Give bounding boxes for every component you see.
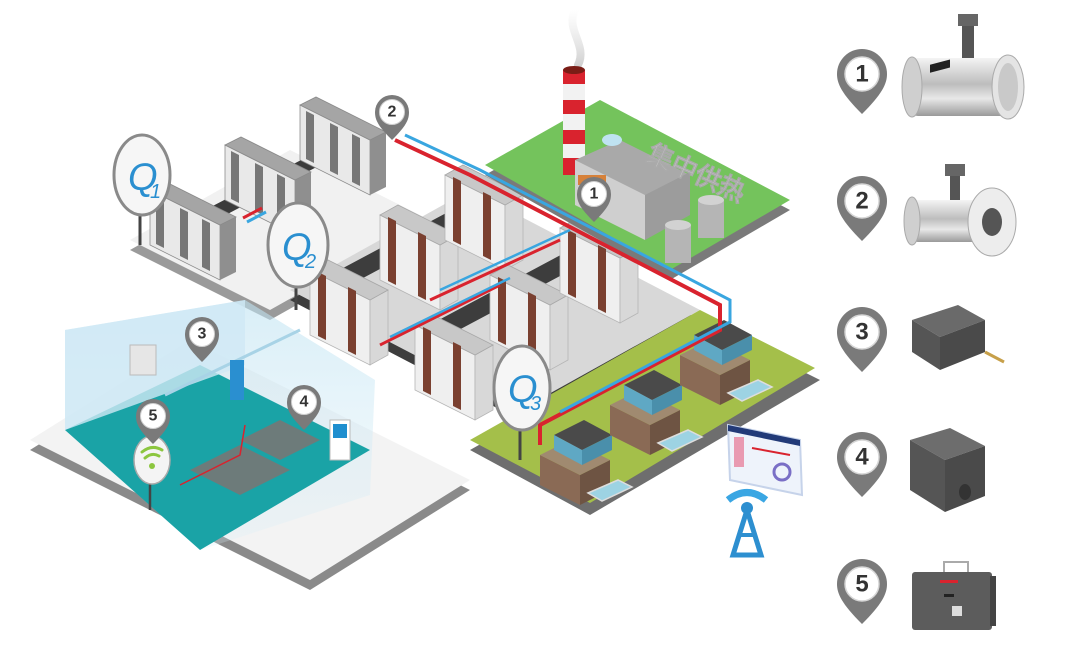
q2-sign: Q 2 (266, 201, 330, 310)
q3-letter: Q (508, 369, 538, 411)
heat-plant-site: 集中供热 (485, 66, 790, 280)
scene-pin-1[interactable]: 1 (576, 176, 612, 223)
return-pipe (404, 133, 732, 414)
signal-tower-icon (725, 489, 769, 558)
q1-subscript: 1 (150, 181, 161, 203)
wifi-icon (140, 445, 164, 469)
q2-subscript: 2 (304, 251, 316, 273)
white-apartment-district (290, 164, 700, 421)
scene-pin-5[interactable]: 5 (135, 398, 171, 445)
q3-sign: Q 3 (492, 344, 552, 460)
q3-subscript: 3 (530, 393, 541, 415)
q2-letter: Q (282, 227, 312, 269)
scene-pin-4[interactable]: 4 (286, 384, 322, 431)
svg-text:3: 3 (198, 326, 207, 343)
supply-pipe (394, 138, 722, 445)
villa-district (470, 310, 820, 515)
legend-item-2[interactable]: 2 (836, 164, 1017, 257)
svg-text:4: 4 (855, 444, 869, 471)
heating-pipes (242, 133, 732, 445)
svg-text:2: 2 (388, 104, 397, 121)
legend-item-5[interactable]: 5 (836, 558, 996, 630)
svg-text:1: 1 (855, 61, 868, 88)
monitoring-dashboard-illustration (726, 423, 804, 497)
device-legend: 1 2 3 (836, 14, 1025, 630)
q1-letter: Q (128, 157, 158, 199)
svg-text:3: 3 (855, 319, 868, 346)
scene-pin-3[interactable]: 3 (184, 316, 220, 363)
scene-pin-2[interactable]: 2 (374, 94, 410, 141)
heat-meter-compact-icon (910, 428, 985, 512)
legend-item-4[interactable]: 4 (836, 428, 985, 512)
chimney-smoke (568, 6, 585, 69)
flow-meter-medium-icon (903, 164, 1017, 257)
legend-item-1[interactable]: 1 (836, 14, 1025, 120)
data-concentrator-icon (912, 561, 996, 630)
svg-text:4: 4 (300, 394, 309, 411)
chimney (563, 70, 585, 175)
q1-sign: Q 1 (112, 133, 172, 245)
svg-text:5: 5 (855, 571, 868, 598)
flow-meter-large-icon (901, 14, 1025, 120)
svg-text:2: 2 (855, 188, 868, 215)
legend-item-3[interactable]: 3 (836, 59, 1005, 373)
svg-text:1: 1 (590, 186, 599, 203)
svg-text:5: 5 (149, 408, 158, 425)
heat-meter-small-icon (912, 59, 1005, 370)
